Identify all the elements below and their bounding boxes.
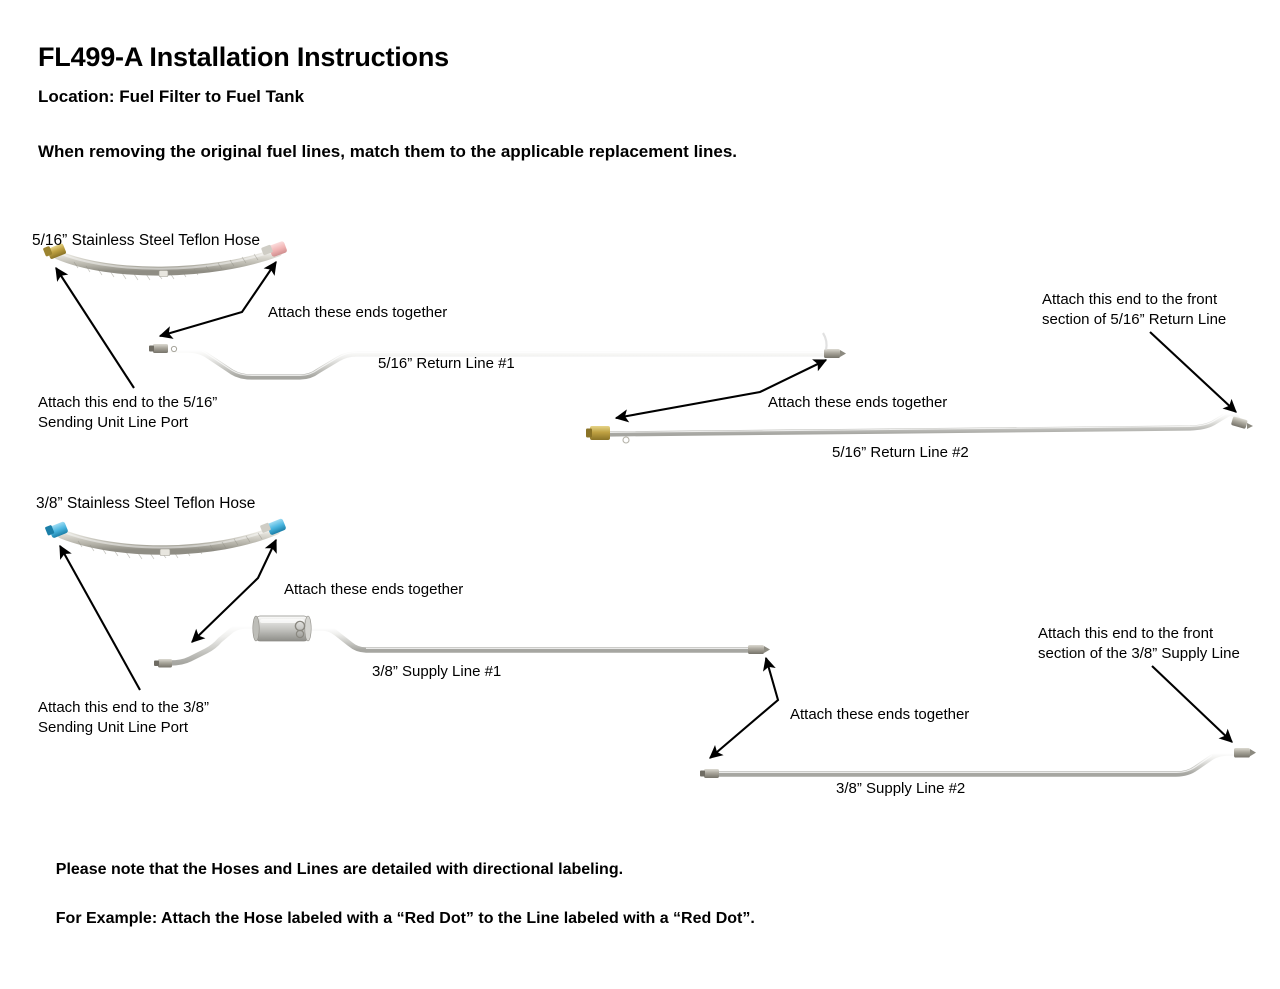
return-line-2-left-fitting — [586, 426, 629, 443]
footer-note-line-1: Please note that the Hoses and Lines are… — [55, 860, 624, 878]
page-title: FL499-A Installation Instructions — [38, 42, 449, 72]
return-line-2-right-fitting — [1231, 416, 1253, 429]
supply-line-1-right-fitting — [748, 645, 770, 654]
arrow-front-section-516 — [1150, 332, 1237, 413]
inline-fuel-filter — [253, 616, 311, 641]
intro-instruction: When removing the original fuel lines, m… — [38, 142, 738, 161]
label-supply-line-2: 3/8” Supply Line #2 — [836, 780, 966, 797]
footer-note: Please note that the Hoses and Lines are… — [38, 833, 755, 957]
hose-38-right-fitting-blue-dot — [260, 518, 286, 535]
label-supply-line-1: 3/8” Supply Line #1 — [372, 663, 502, 680]
arrow-front-section-38 — [1152, 666, 1233, 743]
return-line-2 — [586, 412, 1253, 443]
supply-line-2-right-fitting — [1234, 748, 1256, 758]
arrow-attach-hose-to-return-line-1 — [158, 260, 276, 339]
location-subtitle: Location: Fuel Filter to Fuel Tank — [38, 87, 305, 106]
callout-attach-hose-to-sending-unit-516: Attach this end to the 5/16” Sending Uni… — [38, 394, 218, 431]
callout-arrows — [56, 260, 1237, 758]
return-line-1 — [149, 333, 846, 377]
hose-516-right-fitting-red-dot — [261, 241, 287, 257]
callout-attach-hose-to-supply-line-1: Attach these ends together — [284, 581, 464, 598]
arrow-sending-unit-516 — [56, 266, 134, 388]
callout-attach-hose-to-sending-unit-38: Attach this end to the 3/8” Sending Unit… — [38, 699, 209, 736]
callout-attach-supply-lines: Attach these ends together — [790, 706, 970, 723]
callout-attach-return-lines: Attach these ends together — [768, 394, 948, 411]
callout-attach-hose-to-return-line-1: Attach these ends together — [268, 304, 448, 321]
supply-line-2 — [700, 748, 1256, 778]
callout-attach-supply-line-2-to-front-section: Attach this end to the front section of … — [1038, 625, 1240, 662]
label-return-line-2: 5/16” Return Line #2 — [832, 444, 969, 461]
hose-38 — [45, 518, 286, 559]
arrow-sending-unit-38 — [60, 544, 140, 690]
label-hose-38: 3/8” Stainless Steel Teflon Hose — [36, 495, 256, 512]
return-line-1-right-fitting — [823, 333, 846, 358]
arrow-attach-return-lines — [614, 360, 828, 423]
supply-line-1-left-fitting — [154, 659, 172, 668]
label-hose-516: 5/16” Stainless Steel Teflon Hose — [32, 232, 261, 249]
arrow-attach-hose-to-supply-line-1 — [191, 538, 276, 643]
supply-line-1 — [154, 616, 770, 668]
hose-38-left-fitting-blue-dot — [45, 521, 68, 538]
label-return-line-1: 5/16” Return Line #1 — [378, 355, 515, 372]
callout-attach-return-line-2-to-front-section: Attach this end to the front section of … — [1042, 291, 1227, 328]
supply-line-2-left-fitting — [700, 769, 719, 778]
return-line-1-left-fitting — [149, 344, 177, 353]
arrow-attach-supply-lines — [709, 656, 778, 758]
footer-note-line-2: For Example: Attach the Hose labeled wit… — [55, 910, 755, 928]
hose-516-left-fitting — [43, 243, 66, 259]
